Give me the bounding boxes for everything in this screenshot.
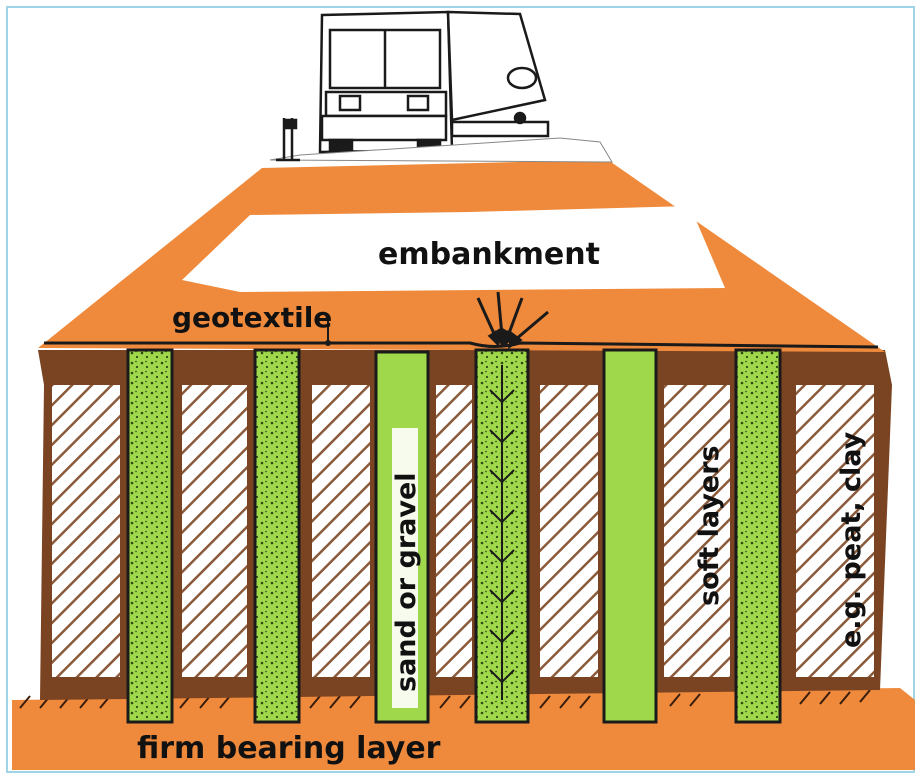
column-3-label-backdrop: [392, 428, 418, 708]
examples-label: e.g. peat, clay: [836, 431, 867, 648]
embankment-surface: [269, 137, 613, 163]
firm-bearing-layer: [12, 688, 915, 770]
geotextile-layer: [44, 318, 879, 349]
firm-bearing-layer-label: firm bearing layer: [137, 731, 441, 766]
sand-or-gravel-label: sand or gravel: [391, 472, 422, 692]
signal-post-icon: [276, 118, 300, 162]
soft-layers-label: soft layers: [694, 445, 725, 606]
column-1: [126, 348, 174, 724]
embankment-label: embankment: [378, 237, 600, 272]
truck-icon: [318, 10, 550, 156]
geotextile-label: geotextile: [172, 301, 332, 334]
soft-layer-panels: [52, 385, 874, 677]
embankment-core: [182, 206, 725, 292]
column-stress-arrows: [489, 365, 515, 700]
column-5: [602, 348, 658, 724]
bearing-layer-hatching: [19, 689, 871, 709]
column-2: [253, 348, 301, 724]
arrow-down-icon: [476, 291, 549, 349]
column-6: [734, 348, 782, 724]
